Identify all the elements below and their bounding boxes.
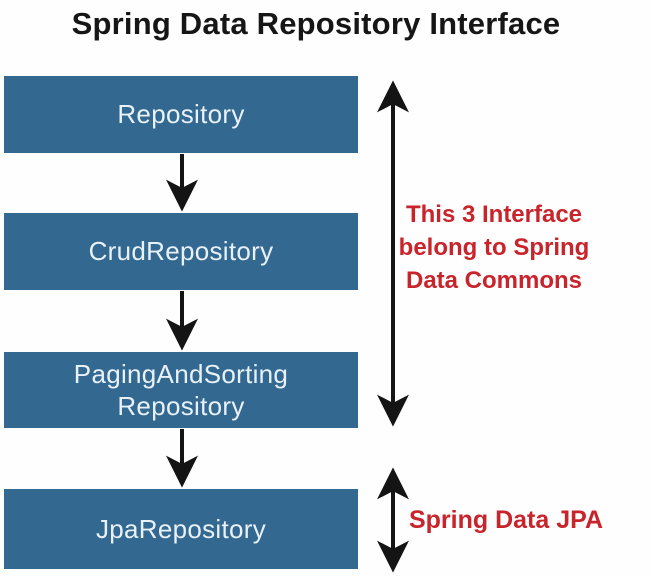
node-jpa-repository: JpaRepository	[4, 489, 358, 569]
node-crud-repository-label: CrudRepository	[88, 236, 274, 267]
annotation-commons-line-2: belong to Spring	[398, 234, 590, 261]
annotation-commons-line-1: This 3 Interface	[405, 201, 583, 228]
node-jpa-repository-label: JpaRepository	[95, 513, 267, 544]
node-paging-and-sorting-repository-label: PagingAndSorting Repository	[73, 358, 289, 422]
node-repository: Repository	[4, 76, 358, 153]
annotation-spring-data-jpa: Spring Data JPA	[408, 506, 604, 534]
diagram-title: Spring Data Repository Interface	[71, 6, 561, 41]
node-crud-repository: CrudRepository	[4, 213, 358, 290]
annotation-spring-data-commons: This 3 Interface belong to Spring Data C…	[396, 198, 592, 297]
node-paging-and-sorting-repository: PagingAndSorting Repository	[4, 352, 358, 428]
node-repository-label: Repository	[117, 99, 245, 130]
annotation-commons-line-3: Data Commons	[405, 267, 583, 294]
